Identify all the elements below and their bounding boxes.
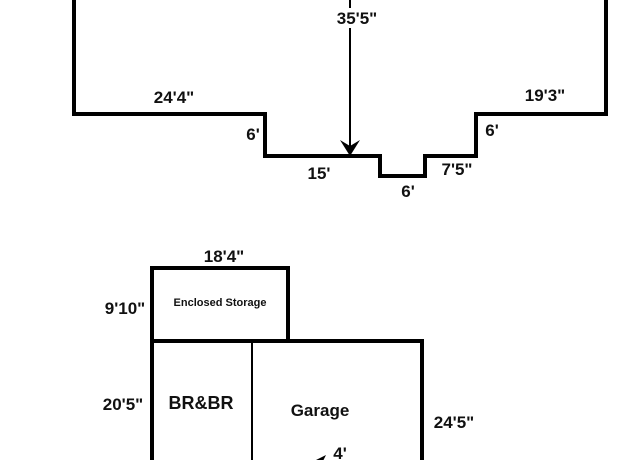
storage-outline: [150, 266, 290, 343]
upper-left-wall-label: 24'4": [154, 88, 194, 107]
upper-right-wall-label: 19'3": [525, 86, 565, 105]
upper-floor-plan: 35'5" 24'4" 19'3" 6' 6' 15' 6' 7'5": [72, 0, 608, 201]
small-dim-arrow: [316, 455, 326, 460]
upper-left-notch-label: 15': [308, 164, 331, 183]
storage-width-label: 18'4": [204, 247, 244, 266]
br-room-label: BR&BR: [169, 393, 234, 413]
main-lower-outline: [150, 339, 424, 460]
storage-room-label: Enclosed Storage: [174, 297, 267, 309]
upper-depth-label: 35'5": [337, 9, 377, 28]
depth-arrow-head: [340, 140, 360, 156]
lower-floor-plan: 18'4" 9'10" 20'5" 24'5" Enclosed Storage…: [103, 247, 474, 460]
garage-room-label: Garage: [291, 401, 350, 420]
upper-right-step-label: 6': [485, 121, 499, 140]
upper-right-notch-label: 7'5": [441, 160, 472, 179]
br-depth-label: 20'5": [103, 395, 143, 414]
small-dim-label: 4': [333, 444, 347, 460]
storage-depth-label: 9'10": [105, 299, 145, 318]
upper-plan-outline: [72, 0, 608, 178]
upper-center-notch-label: 6': [401, 182, 415, 201]
garage-depth-label: 24'5": [434, 413, 474, 432]
upper-left-step-label: 6': [246, 125, 260, 144]
